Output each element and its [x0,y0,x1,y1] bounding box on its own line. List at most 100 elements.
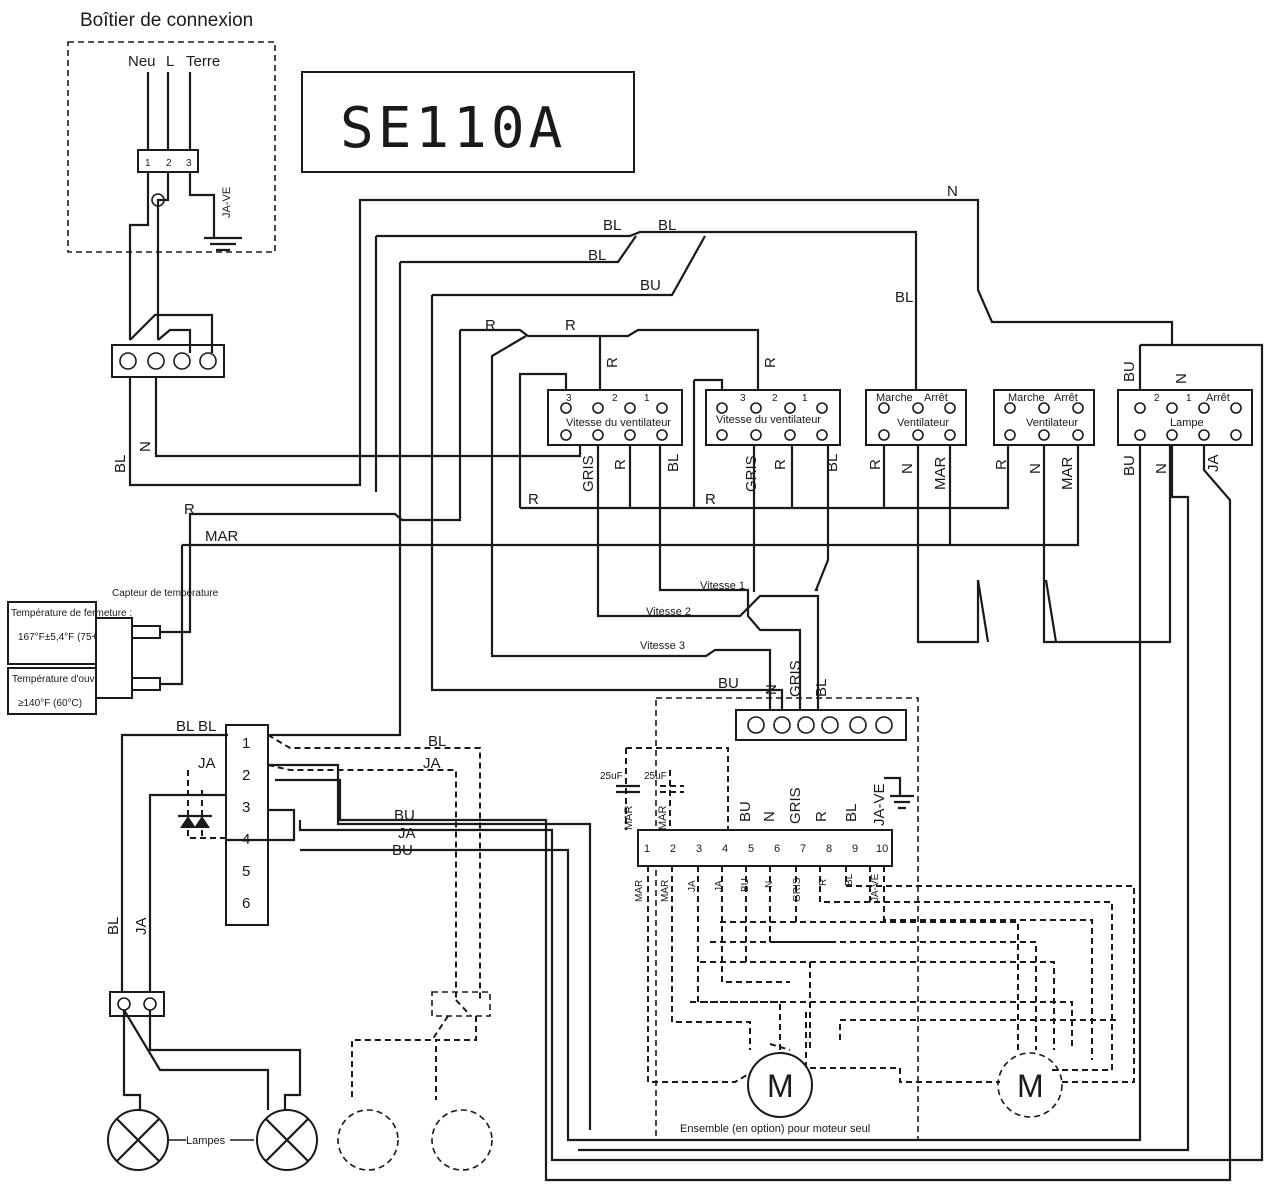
svg-text:MAR: MAR [623,806,635,831]
speed-labels: Vitesse 1 Vitesse 2 Vitesse 3 [640,580,745,652]
svg-text:BU: BU [394,807,415,824]
svg-text:Marche: Marche [876,392,913,404]
svg-text:JA: JA [398,825,416,842]
svg-text:Ventilateur: Ventilateur [897,417,949,429]
svg-text:JA: JA [687,880,698,892]
svg-text:9: 9 [852,843,858,855]
svg-text:BL: BL [895,289,913,306]
svg-text:7: 7 [800,843,806,855]
svg-text:GRIS: GRIS [787,660,804,697]
svg-text:BL: BL [603,217,621,234]
svg-text:BU: BU [740,878,751,892]
svg-text:R: R [867,459,884,470]
svg-text:BL BL: BL BL [176,718,216,735]
svg-text:N: N [1153,463,1170,474]
speed-2-label: Vitesse 2 [646,606,691,618]
svg-text:JA: JA [1205,454,1222,472]
svg-text:1: 1 [802,393,808,404]
svg-text:R: R [762,357,779,368]
svg-text:JA-VE: JA-VE [870,873,881,902]
capacitor-1-label: 25uF [600,771,623,782]
svg-text:R: R [772,459,789,470]
jb-terminal-3: 3 [186,158,192,169]
svg-text:3: 3 [242,799,250,816]
svg-text:MAR: MAR [1059,457,1076,491]
sensor-label: Capteur de température [112,588,219,599]
svg-text:R: R [993,459,1010,470]
svg-text:R: R [565,317,576,334]
svg-text:BU: BU [1121,455,1138,476]
supply-terminal-block [111,313,225,378]
motor-2-icon [997,1052,1063,1118]
svg-text:1: 1 [644,843,650,855]
svg-text:BL: BL [665,454,682,472]
lamp-switch: 2 1 Arrêt Lampe [1117,389,1253,446]
svg-text:2: 2 [670,843,676,855]
svg-text:Lampe: Lampe [1170,417,1204,429]
svg-text:R: R [705,491,716,508]
earth-label: Terre [186,53,220,70]
speed-3-label: Vitesse 3 [640,640,685,652]
svg-text:6: 6 [774,843,780,855]
svg-text:N: N [1027,463,1044,474]
fan-speed-label-2: Vitesse du ventilateur [716,414,821,426]
svg-text:BL: BL [813,679,830,697]
svg-text:JA: JA [423,755,441,772]
junction-box-label: Boîtier de connexion [80,10,253,31]
svg-text:BU: BU [1121,361,1138,382]
svg-text:Température d'ouverture :: Température d'ouverture : [12,674,126,685]
svg-text:3: 3 [696,843,702,855]
ground-symbol [204,228,242,252]
svg-text:1: 1 [242,735,250,752]
lamp-terminal-block: 1 2 3 4 5 6 BL BL JA BL JA BU JA BU BL J… [105,718,592,1130]
fan-onoff-switch-2: Marche Arrêt Ventilateur [993,389,1095,446]
svg-text:BU: BU [737,801,754,822]
svg-text:3: 3 [740,393,746,404]
svg-text:BL: BL [658,217,676,234]
svg-text:MAR: MAR [660,880,671,902]
svg-text:2: 2 [612,393,618,404]
svg-text:1: 1 [644,393,650,404]
svg-text:BU: BU [392,842,413,859]
model-title-box: SE110A [301,71,635,173]
svg-text:N: N [763,684,780,695]
fan-speed-switch-1: 3 2 1 Vitesse du ventilateur [547,389,683,446]
svg-text:Ventilateur: Ventilateur [1026,417,1078,429]
svg-text:2: 2 [1154,393,1160,404]
svg-text:2: 2 [772,393,778,404]
svg-text:Arrêt: Arrêt [1054,392,1078,404]
svg-text:GRIS: GRIS [787,787,804,824]
svg-text:5: 5 [748,843,754,855]
svg-text:MAR: MAR [657,806,669,831]
svg-text:8: 8 [826,843,832,855]
svg-text:167°F±5,4°F (75+/-3°C): 167°F±5,4°F (75+/-3°C) [18,632,124,643]
lamps-label: Lampes [186,1135,226,1147]
svg-text:R: R [612,459,629,470]
svg-text:Arrêt: Arrêt [1206,392,1230,404]
svg-text:3: 3 [566,393,572,404]
jb-ground-wire: JA-VE [221,187,233,218]
fan-speed-label-1: Vitesse du ventilateur [566,417,671,429]
line-label: L [166,53,174,70]
fan-onoff-switch-1: Marche Arrêt Ventilateur [865,389,967,446]
motor-assembly: BU N GRIS BL 25uF 25uF MAR MAR BU N GRIS… [600,660,1135,1141]
svg-text:MAR: MAR [205,528,239,545]
lamps: Lampes [107,991,493,1171]
svg-text:R: R [604,357,621,368]
svg-text:N: N [899,463,916,474]
svg-text:R: R [528,491,539,508]
svg-text:N: N [137,441,154,452]
svg-text:Marche: Marche [1008,392,1045,404]
optional-motor-label: Ensemble (en option) pour moteur seul [680,1123,870,1135]
svg-text:R: R [184,501,195,518]
svg-text:N: N [761,811,778,822]
svg-text:BU: BU [718,675,739,692]
svg-text:R: R [485,317,496,334]
jb-terminal-2: 2 [166,158,172,169]
speed-1-label: Vitesse 1 [700,580,745,592]
jb-terminal-1: 1 [145,158,151,169]
svg-text:GRIS: GRIS [743,455,760,492]
svg-text:BU: BU [640,277,661,294]
svg-text:GRIS: GRIS [792,877,803,902]
